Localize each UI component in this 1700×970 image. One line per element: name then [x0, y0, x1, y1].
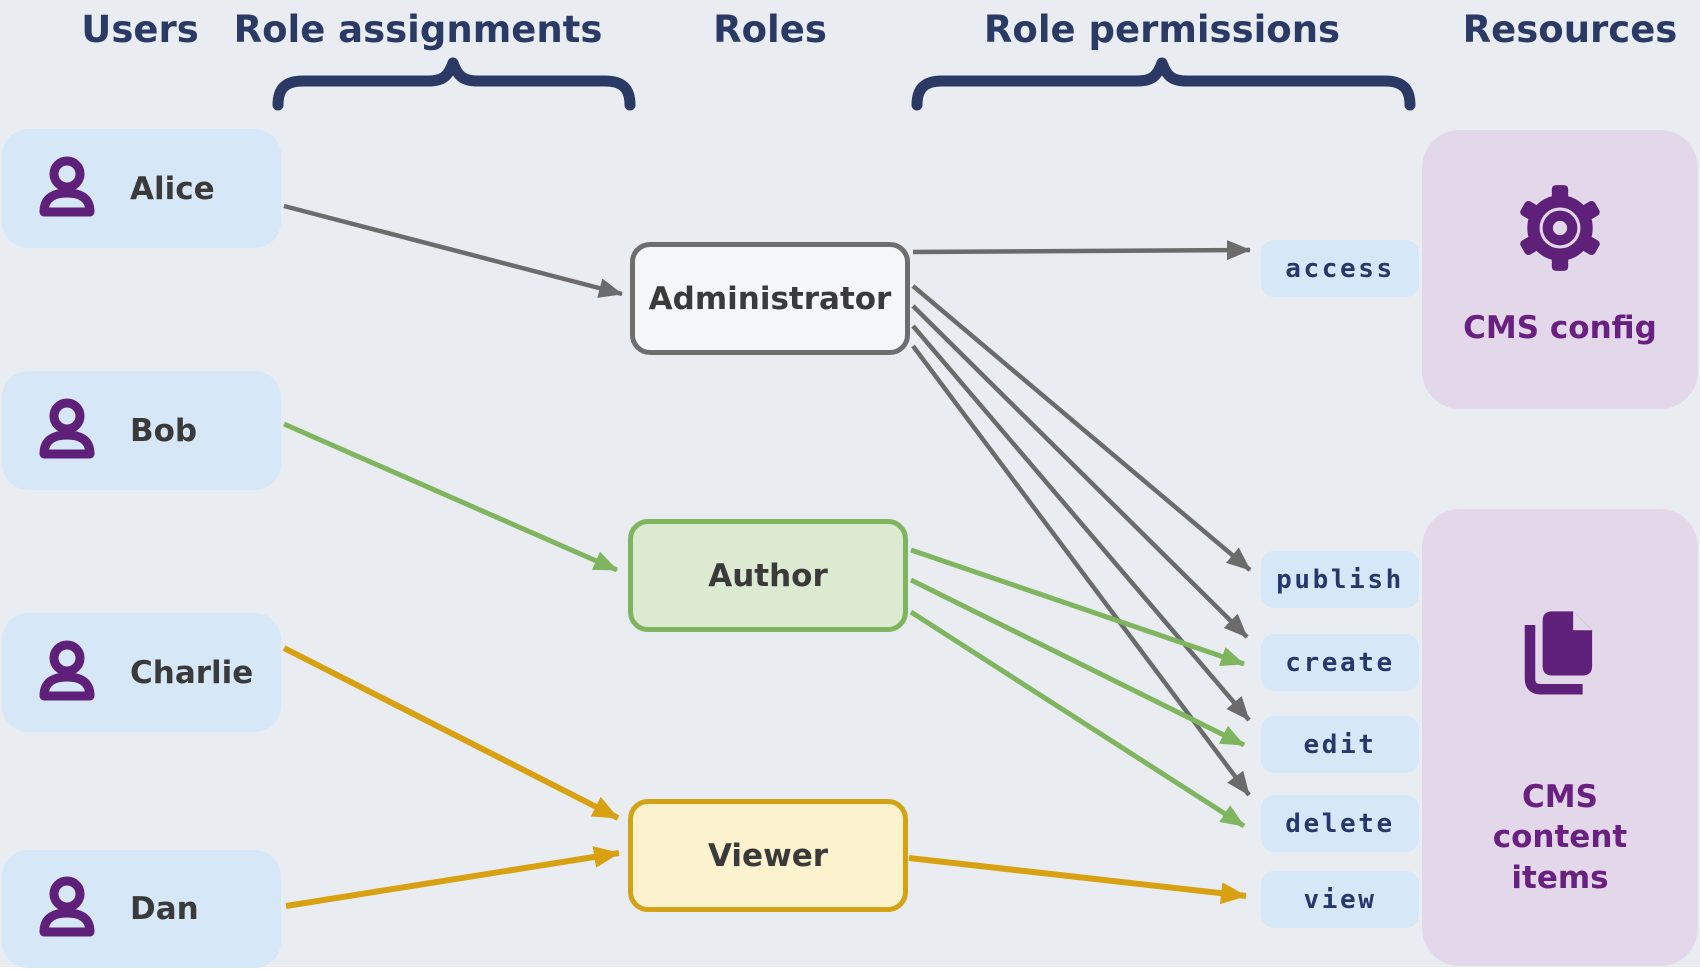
column-header-resources: Resources: [1462, 8, 1678, 51]
arrow-author-delete: [909, 609, 1246, 829]
documents-icon: [1524, 611, 1593, 695]
role-label: Viewer: [707, 837, 829, 874]
arrow-administrator-create: [911, 304, 1249, 639]
permission-label: edit: [1303, 729, 1377, 760]
person-icon: [39, 156, 95, 216]
permission-label: delete: [1285, 808, 1395, 839]
role-box-author: Author: [628, 519, 908, 632]
arrow-viewer-view: [908, 855, 1247, 905]
arrow-bob-author: [282, 421, 619, 573]
gear-icon: [1520, 185, 1600, 271]
arrows-orange: [282, 645, 1247, 909]
role-assignments-brace: [272, 57, 636, 111]
permission-chip-edit: edit: [1261, 716, 1419, 773]
user-card-charlie: Charlie: [2, 613, 281, 732]
column-header-role-assignments: Role assignments: [233, 8, 603, 51]
permission-label: view: [1303, 884, 1377, 915]
user-card-bob: Bob: [2, 371, 281, 490]
resource-label: CMS content items: [1492, 779, 1628, 896]
permission-chip-create: create: [1261, 634, 1419, 691]
resource-label: CMS config: [1463, 310, 1657, 346]
user-name: Bob: [130, 412, 198, 449]
person-icon: [39, 876, 95, 937]
arrow-dan-viewer: [285, 846, 620, 909]
person-icon: [39, 398, 95, 458]
user-card-dan: Dan: [2, 850, 281, 968]
role-box-administrator: Administrator: [630, 242, 910, 355]
arrow-administrator-publish: [911, 284, 1252, 572]
person-icon: [39, 640, 95, 700]
arrow-administrator-access: [912, 240, 1251, 261]
role-label: Author: [708, 557, 828, 594]
column-header-roles: Roles: [713, 8, 827, 51]
resource-card-cms-config: CMS config: [1422, 130, 1698, 409]
resource-card-cms-content-items: CMS content items: [1422, 509, 1698, 966]
permission-chip-access: access: [1261, 240, 1419, 297]
user-name: Dan: [130, 891, 199, 927]
arrow-author-edit: [909, 577, 1246, 748]
permission-label: publish: [1276, 564, 1404, 595]
role-permissions-brace: [911, 57, 1416, 111]
permission-label: access: [1285, 253, 1395, 284]
column-header-role-permissions: Role permissions: [983, 8, 1341, 51]
arrow-author-create: [910, 547, 1245, 667]
bottom-edge-strip: [0, 967, 1700, 970]
role-label: Administrator: [648, 280, 892, 317]
user-name: Charlie: [130, 654, 254, 691]
arrows-green: [282, 421, 1246, 829]
column-header-users: Users: [81, 8, 199, 51]
permission-chip-publish: publish: [1261, 551, 1419, 608]
role-box-viewer: Viewer: [628, 799, 908, 912]
user-card-alice: Alice: [2, 129, 281, 248]
user-name: Alice: [130, 170, 215, 207]
arrow-alice-administrator: [283, 203, 623, 298]
permission-chip-delete: delete: [1261, 795, 1419, 852]
arrow-administrator-edit: [911, 324, 1251, 722]
permission-chip-view: view: [1261, 871, 1419, 928]
arrow-charlie-viewer: [282, 645, 620, 821]
permission-label: create: [1285, 647, 1395, 678]
